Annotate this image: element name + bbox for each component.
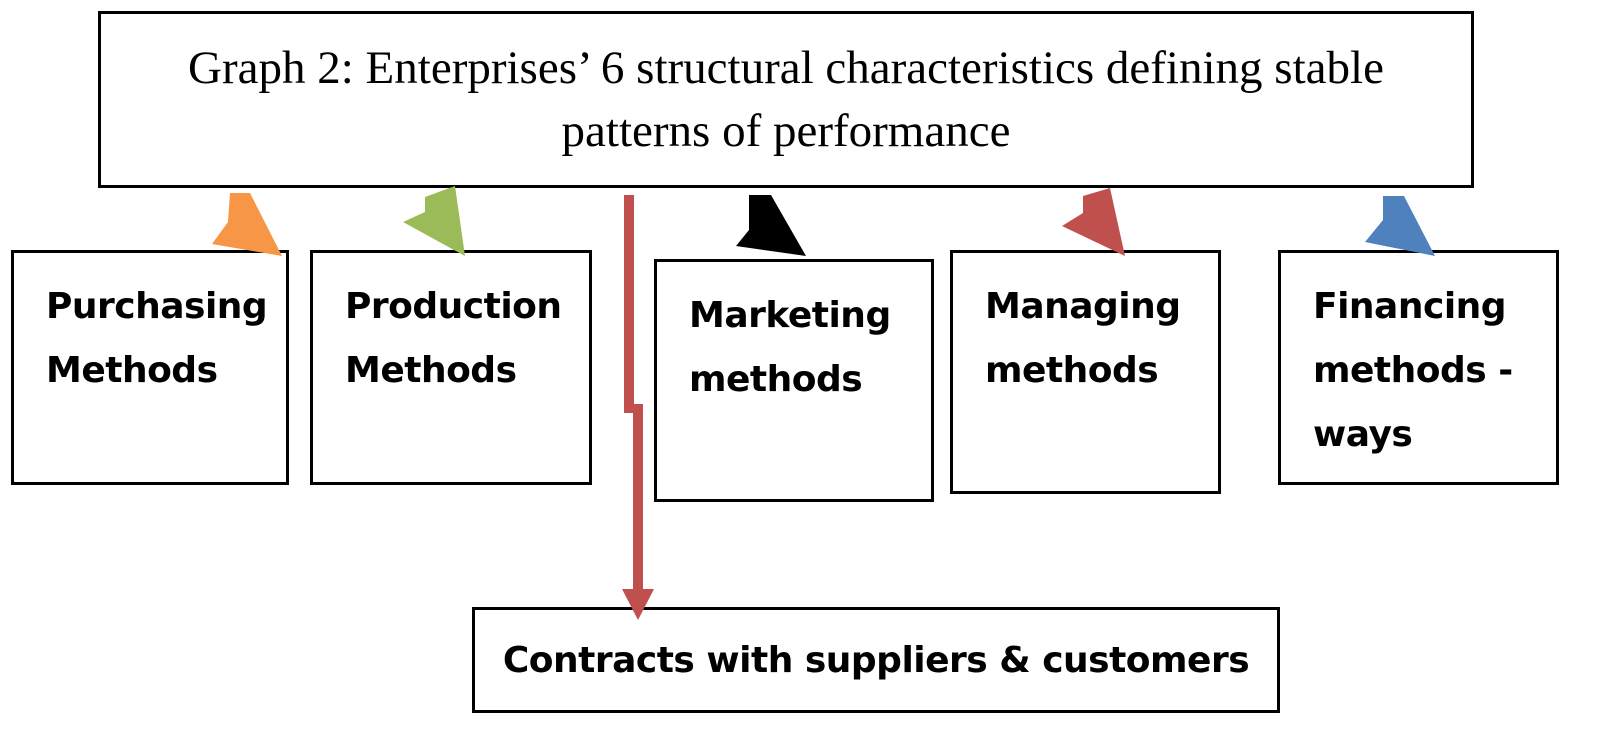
node-label-line: methods - bbox=[1313, 350, 1513, 391]
arrow-contracts-shaft bbox=[624, 195, 643, 589]
node-label-line: Financing bbox=[1313, 286, 1507, 327]
node-production-methods: Production Methods bbox=[310, 250, 592, 485]
node-label: Contracts with suppliers & customers bbox=[502, 639, 1250, 681]
node-financing-methods: Financing methods - ways bbox=[1278, 250, 1559, 485]
arrow-contracts bbox=[622, 195, 654, 620]
node-label-line: Production bbox=[345, 286, 562, 327]
arrow-marketing bbox=[736, 195, 806, 256]
node-label: Financing methods - ways bbox=[1313, 275, 1546, 467]
node-label-line: methods bbox=[985, 350, 1159, 391]
arrow-contracts-shaft-lower bbox=[633, 404, 643, 590]
node-label: Production Methods bbox=[345, 275, 579, 403]
node-label-line: Managing bbox=[985, 286, 1181, 327]
node-label-line: Purchasing bbox=[46, 286, 268, 327]
diagram-title: Graph 2: Enterprises’ 6 structural chara… bbox=[188, 42, 1384, 157]
node-managing-methods: Managing methods bbox=[950, 250, 1221, 494]
node-label-line: Marketing bbox=[689, 295, 891, 336]
title-box: Graph 2: Enterprises’ 6 structural chara… bbox=[98, 11, 1474, 188]
node-label-line: ways bbox=[1313, 414, 1413, 455]
arrow-financing bbox=[1365, 196, 1435, 256]
node-purchasing-methods: Purchasing Methods bbox=[11, 250, 289, 485]
node-marketing-methods: Marketing methods bbox=[654, 259, 934, 502]
node-contracts: Contracts with suppliers & customers bbox=[472, 607, 1280, 713]
arrow-purchasing bbox=[212, 193, 282, 256]
node-label-line: Methods bbox=[46, 350, 218, 391]
node-label-line: Methods bbox=[345, 350, 517, 391]
node-label-line: methods bbox=[689, 359, 863, 400]
arrow-managing bbox=[1062, 188, 1125, 256]
node-label: Marketing methods bbox=[689, 284, 921, 412]
node-label: Purchasing Methods bbox=[46, 275, 276, 403]
node-label: Managing methods bbox=[985, 275, 1208, 403]
arrow-contracts-shaft-upper bbox=[624, 195, 634, 413]
arrow-production bbox=[403, 186, 465, 256]
